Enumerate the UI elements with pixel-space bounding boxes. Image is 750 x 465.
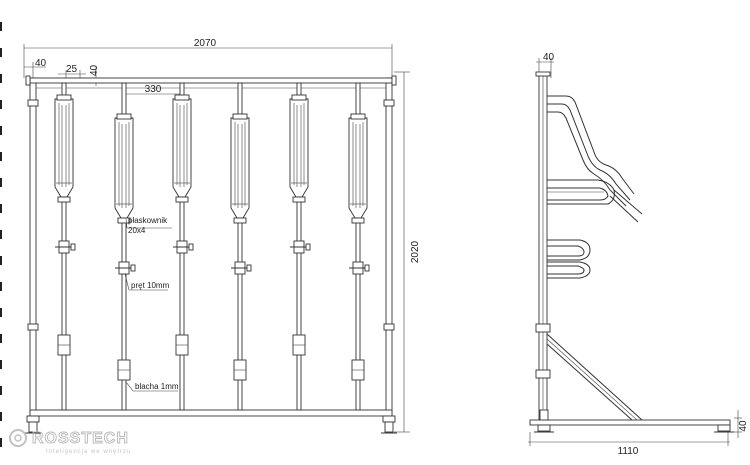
edge-mark — [0, 126, 2, 135]
holder-cradle-5 — [289, 98, 309, 198]
edge-mark — [0, 360, 2, 369]
side-base — [529, 409, 734, 433]
post-dimension-label: 40 — [35, 58, 47, 69]
holder-cradle-6 — [348, 117, 368, 219]
diagonal-brace — [546, 333, 643, 421]
top-rail — [29, 77, 393, 84]
top-dimension-label: 40 — [543, 52, 555, 63]
edge-mark — [0, 308, 2, 317]
holder-rod-2 — [121, 82, 127, 411]
holder-rod-4 — [237, 82, 243, 411]
offset-dimension-label: 25 — [66, 64, 78, 75]
foot-dimension: 40 — [734, 410, 749, 438]
ski-holders — [54, 82, 370, 411]
right-post — [385, 77, 393, 421]
edge-mark — [0, 334, 2, 343]
edge-mark — [0, 230, 2, 239]
depth-dimension-label: 1110 — [618, 446, 639, 457]
spacing-dimension: 330 — [124, 84, 183, 100]
rail-dimension-label: 40 — [89, 64, 100, 76]
left-edge-marks — [0, 22, 2, 447]
flat-bar-callout-line2: 20x4 — [128, 226, 146, 235]
front-view: 2070 40 25 40 330 — [23, 38, 421, 434]
holder-cradle-2 — [114, 117, 134, 219]
logo-name: ROSSTECH — [32, 430, 129, 447]
company-logo: ROSSTECH Inteligencja we wnętrzu — [9, 429, 131, 455]
callouts: płaskownik 20x4 pręt 10mm blacha 1mm — [124, 216, 179, 392]
edge-mark — [0, 386, 2, 395]
frame — [25, 75, 397, 434]
left-post — [29, 77, 37, 421]
right-foot — [384, 421, 394, 433]
side-view: 40 — [528, 52, 749, 457]
edge-mark — [0, 438, 2, 447]
left-foot — [28, 421, 38, 433]
spacing-dimension-label: 330 — [145, 84, 162, 95]
edge-mark — [0, 204, 2, 213]
base-rail — [529, 419, 731, 426]
holder-rod-6 — [355, 82, 361, 411]
edge-mark — [0, 22, 2, 31]
width-dimension-label: 2070 — [194, 38, 217, 49]
edge-mark — [0, 256, 2, 265]
edge-mark — [0, 152, 2, 161]
edge-mark — [0, 282, 2, 291]
edge-mark — [0, 100, 2, 109]
lower-holder — [538, 236, 591, 282]
edge-mark — [0, 412, 2, 421]
depth-dimension: 1110 — [528, 432, 730, 457]
rod-callout: pręt 10mm — [131, 281, 170, 290]
bottom-rail — [29, 409, 393, 417]
holder-cradle-4 — [230, 117, 250, 219]
height-dimension: 2020 — [394, 71, 421, 433]
edge-mark — [0, 178, 2, 187]
flat-bar-callout-line1: płaskownik — [128, 216, 168, 225]
logo-tagline: Inteligencja we wnętrzu — [46, 449, 131, 455]
sheet-callout: blacha 1mm — [135, 382, 179, 391]
holder-cradle-3 — [172, 98, 192, 198]
width-dimension: 2070 — [23, 38, 393, 78]
upper-holder — [547, 95, 643, 223]
height-dimension-label: 2020 — [410, 240, 421, 263]
logo-ring-icon — [9, 429, 27, 447]
foot-dimension-label: 40 — [738, 420, 749, 432]
edge-mark — [0, 48, 2, 57]
holder-cradle-1 — [54, 98, 74, 198]
edge-mark — [0, 74, 2, 83]
